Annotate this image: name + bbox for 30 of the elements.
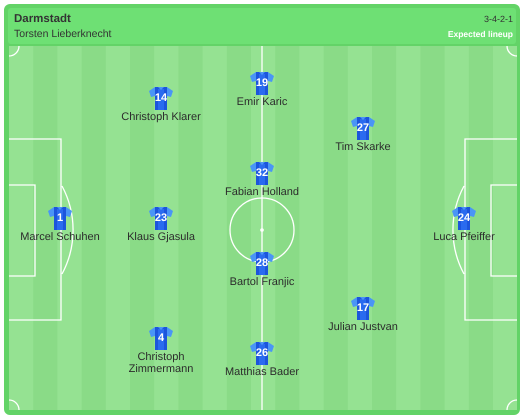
player-name: Emir Karic: [236, 96, 288, 108]
player-name: Christoph Klarer: [121, 111, 201, 123]
shirt-number: 27: [356, 122, 370, 135]
coach-name: Torsten Lieberknecht: [14, 28, 112, 41]
player-name: Tim Skarke: [335, 141, 391, 153]
shirt-number: 14: [154, 92, 168, 105]
shirt-number: 1: [56, 212, 64, 225]
player-jersey: [250, 162, 274, 185]
player-name: Julian Justvan: [328, 321, 398, 333]
player-jersey: [351, 117, 375, 140]
shirt-number: 26: [256, 347, 268, 360]
shirt-number: 19: [256, 77, 268, 90]
player-jersey: [250, 72, 274, 95]
lineup-status: Expected lineup: [448, 29, 513, 40]
formation-label: 3-4-2-1: [484, 14, 513, 25]
shirt-number: 23: [154, 212, 168, 225]
player-jersey: [351, 297, 375, 320]
shirt-number: 24: [458, 212, 470, 225]
shirt-number: 28: [256, 257, 268, 270]
player-jersey: [250, 342, 274, 365]
player-jersey: [48, 207, 72, 230]
player-jersey: [452, 207, 476, 230]
shirt-number: 4: [158, 332, 164, 345]
player-name: Christoph Zimmermann: [128, 351, 194, 375]
team-name: Darmstadt: [14, 13, 71, 27]
player-name: Klaus Gjasula: [127, 231, 195, 243]
player-name: Fabian Holland: [225, 186, 299, 198]
shirt-number: 17: [356, 302, 370, 315]
player-jersey: [250, 252, 274, 275]
shirt-number: 32: [256, 167, 268, 180]
